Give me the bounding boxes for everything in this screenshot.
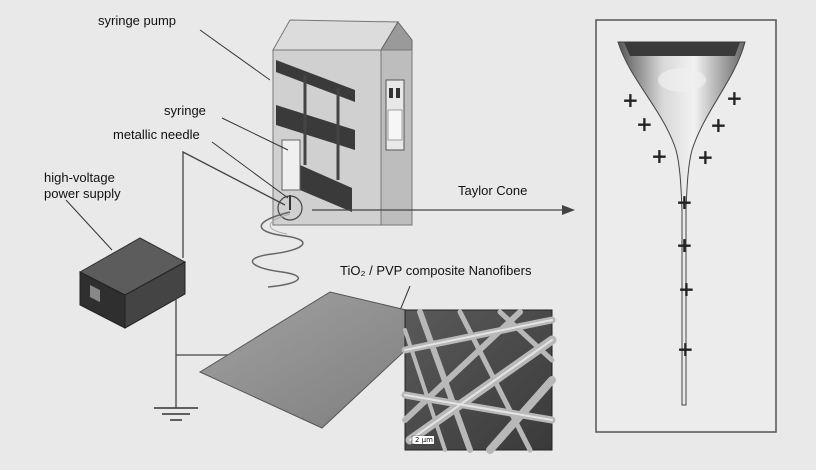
charge-symbol: + — [651, 146, 668, 166]
label-syringe-pump: syringe pump — [98, 13, 176, 29]
collector-plate — [200, 292, 440, 428]
charge-symbol: + — [622, 90, 639, 110]
sem-image-inset — [405, 310, 552, 450]
charge-symbol: + — [677, 339, 694, 359]
leader-syringe-pump — [200, 30, 270, 80]
syringe-pump — [273, 20, 412, 225]
label-taylor-cone: Taylor Cone — [458, 183, 527, 199]
sem-scale-bar-label: 2 μm — [414, 436, 434, 444]
charge-symbol: + — [697, 147, 714, 167]
charge-symbol: + — [676, 235, 693, 255]
label-power-supply-line2: power supply — [44, 186, 121, 202]
charge-symbol: + — [676, 192, 693, 212]
label-power-supply-line1: high-voltage — [44, 170, 115, 186]
charge-symbol: + — [636, 114, 653, 134]
ground-symbol — [154, 408, 198, 420]
label-nanofibers: TiO₂ / PVP composite Nanofibers — [340, 263, 531, 279]
charge-symbol: + — [710, 115, 727, 135]
charge-symbol: + — [678, 279, 695, 299]
label-syringe: syringe — [164, 103, 206, 119]
label-metallic-needle: metallic needle — [113, 127, 200, 143]
charge-symbol: + — [726, 88, 743, 108]
leader-power-supply — [66, 200, 112, 250]
power-supply — [80, 238, 185, 328]
